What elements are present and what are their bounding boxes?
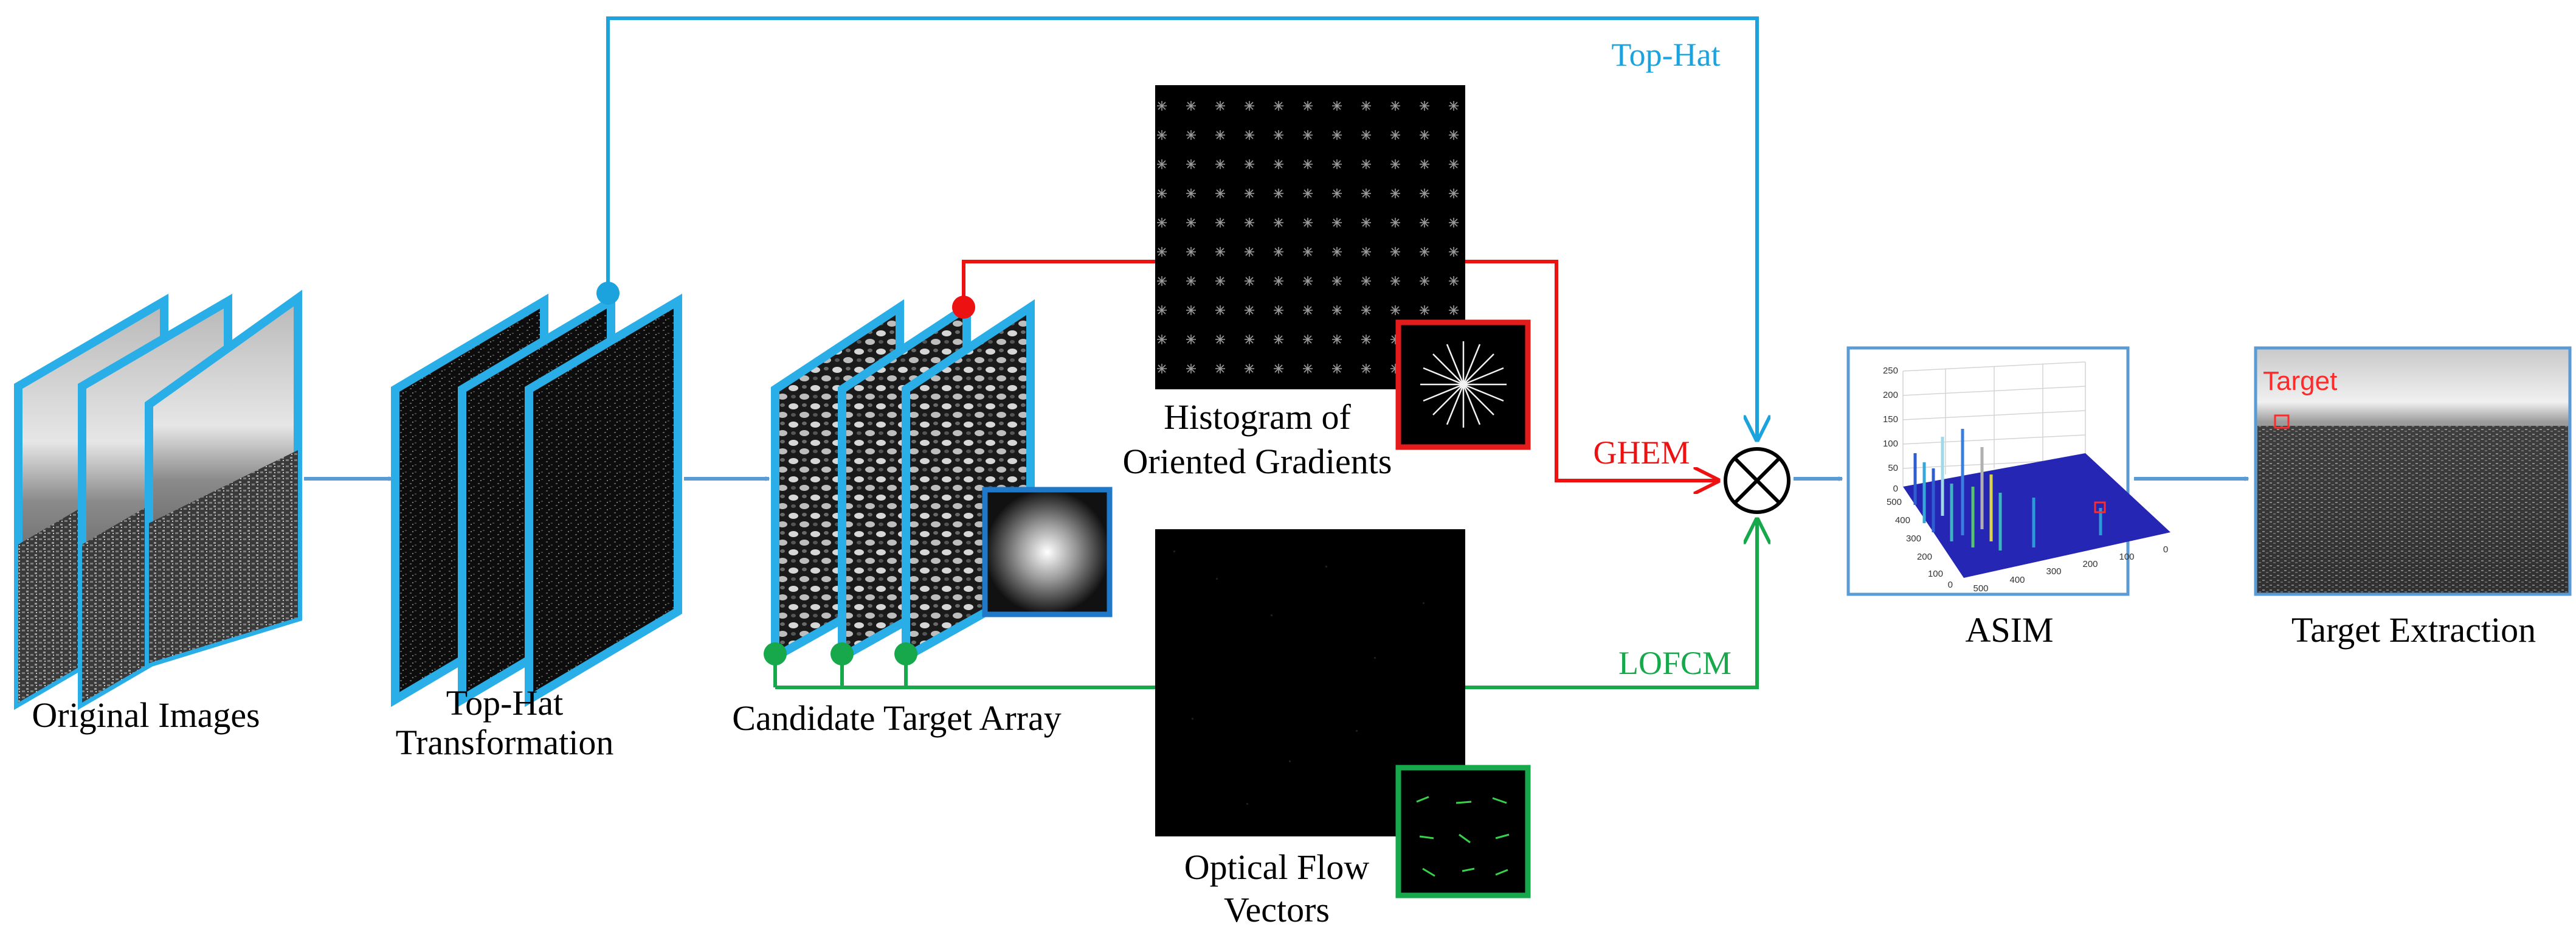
extraction-label: Target Extraction: [2291, 610, 2536, 650]
multiply-circle-icon: [1724, 447, 1790, 514]
original-images-label: Original Images: [32, 695, 260, 735]
ghem-junction-dot: [952, 296, 975, 319]
asim-target-marker: [2094, 501, 2106, 513]
asim-left-tick: 400: [1895, 515, 1910, 526]
asim-left-tick: 300: [1906, 533, 1921, 544]
flow-label-line2: Vectors: [1224, 890, 1330, 929]
asim-z-tick: 100: [1883, 439, 1898, 449]
asim-z-tick: 150: [1883, 414, 1898, 425]
asim-z-tick: 250: [1883, 366, 1898, 376]
asim-bottom-tick: 400: [2009, 575, 2025, 585]
asim-left-tick: 100: [1928, 569, 1943, 579]
ghem-path: [952, 260, 1718, 481]
asim-z-tick: 50: [1888, 463, 1898, 473]
asim-label: ASIM: [1965, 610, 2053, 650]
hog-label-line2: Oriented Gradients: [1123, 442, 1392, 481]
tophat-label-line2: Transformation: [396, 723, 614, 762]
asim-bottom-tick: 200: [2082, 559, 2098, 569]
lofcm-junction-dot: [894, 642, 917, 665]
asim-bottom-tick: 300: [2046, 566, 2061, 577]
asim-left-tick: 200: [1917, 552, 1932, 562]
flow-vectors-icon: [1395, 765, 1531, 898]
target-label: Target: [2263, 366, 2337, 396]
starburst-icon: [1395, 319, 1531, 450]
target-box: [2274, 414, 2290, 429]
candidate-label: Candidate Target Array: [732, 698, 1061, 738]
asim-left-tick: 500: [1887, 497, 1902, 507]
asim-floor: [1903, 453, 2170, 578]
tophat-path: [596, 16, 1757, 439]
tophat-frame: [525, 293, 682, 707]
asim-left-tick: 0: [1948, 580, 1953, 590]
asim-plot: 250 200 150 100 50 0 500 400 300 200 100…: [1846, 346, 2170, 596]
original-image-frame: [145, 290, 302, 669]
lofcm-junction-dot: [830, 642, 854, 665]
tophat-stack: [391, 293, 682, 707]
original-images-stack: [14, 290, 302, 710]
target-extraction-image: Target: [2254, 346, 2572, 596]
path-label-tophat: Top-Hat: [1611, 36, 1720, 73]
asim-bottom-tick: 100: [2119, 552, 2134, 562]
tophat-junction-dot: [596, 282, 620, 305]
gaussian-blob-icon: [982, 487, 1113, 617]
path-label-lofcm: LOFCM: [1618, 645, 1732, 681]
asim-z-tick: 200: [1883, 390, 1898, 400]
lofcm-path: [764, 520, 1757, 689]
asim-bottom-tick: 0: [2163, 544, 2168, 555]
path-label-ghem: GHEM: [1594, 434, 1690, 471]
asim-bottom-tick: 500: [1973, 583, 1988, 594]
asim-z-tick: 0: [1893, 484, 1898, 494]
tophat-label-line1: Top-Hat: [446, 683, 563, 723]
hog-label-line1: Histogram of: [1164, 397, 1351, 437]
flow-label-line1: Optical Flow: [1184, 847, 1370, 887]
lofcm-junction-dot: [764, 642, 787, 665]
